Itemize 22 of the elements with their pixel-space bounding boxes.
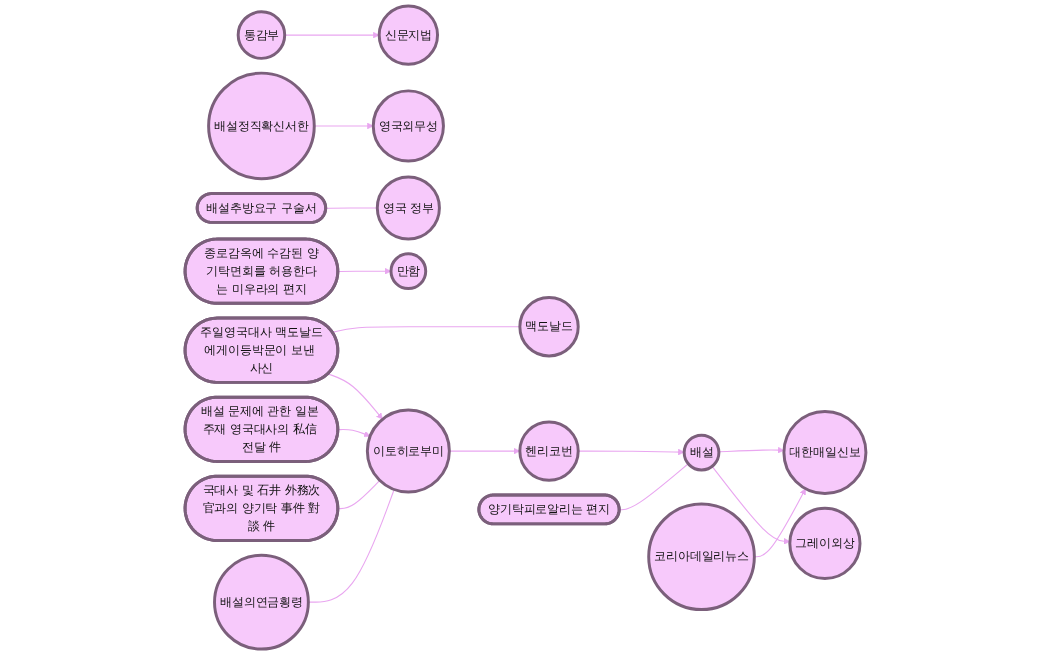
arrow bbox=[711, 465, 791, 545]
connector bbox=[337, 479, 381, 510]
node-circle: 배설정직확신서한 bbox=[207, 71, 316, 181]
node-circle: 배설의연금횡령 bbox=[213, 553, 310, 651]
node-circle: 헨리코번 bbox=[518, 420, 580, 482]
connector bbox=[325, 207, 378, 209]
arrow bbox=[718, 446, 785, 454]
node-circle: 영국 정부 bbox=[375, 175, 441, 241]
node-circle: 이토히로부미 bbox=[365, 408, 451, 494]
node-circle: 코리아데일리뉴스 bbox=[647, 502, 756, 612]
node-circle: 대한매일신보 bbox=[782, 410, 868, 496]
arrow bbox=[284, 31, 380, 39]
node-circle: 영국외무성 bbox=[371, 89, 445, 163]
arrow bbox=[337, 267, 392, 275]
node-circle: 그레이외상 bbox=[788, 506, 862, 580]
node-circle: 배설 bbox=[682, 433, 721, 472]
arrow bbox=[337, 429, 371, 438]
node-circle: 맥도날드 bbox=[518, 296, 580, 358]
node-circle: 통감부 bbox=[236, 10, 287, 60]
node-circle: 신문지법 bbox=[377, 4, 440, 66]
node-circle: 만함 bbox=[389, 252, 428, 291]
arrow bbox=[327, 373, 383, 420]
